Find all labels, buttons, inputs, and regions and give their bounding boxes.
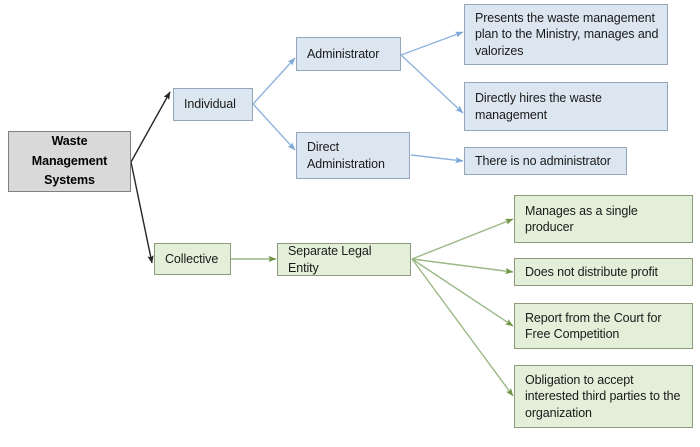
- node-root-line-3: Systems: [44, 173, 95, 188]
- edge-entity-to-leaf-4: [411, 258, 514, 397]
- edge-administrator-to-leaf-2: [400, 54, 464, 114]
- edge-individual-to-direct-administration: [252, 103, 296, 151]
- edge-entity-to-leaf-1: [411, 218, 514, 260]
- node-green-leaf-court-report[interactable]: Report from the Court for Free Competiti…: [514, 303, 693, 349]
- edge-root-to-individual: [130, 91, 171, 163]
- node-green-leaf-3-label: Report from the Court for Free Competiti…: [525, 310, 662, 341]
- node-individual-label: Individual: [184, 97, 236, 112]
- node-green-leaf-2-label: Does not distribute profit: [525, 264, 658, 279]
- node-direct-administration-label: Direct Administration: [307, 139, 403, 172]
- node-green-leaf-4-label: Obligation to accept interested third pa…: [525, 373, 681, 420]
- node-waste-management-systems[interactable]: Waste Management Systems: [8, 131, 131, 192]
- node-root-line-2: Management: [31, 153, 108, 168]
- node-blue-leaf-no-administrator[interactable]: There is no administrator: [464, 147, 627, 175]
- node-green-leaf-1-label: Manages as a single producer: [525, 203, 638, 234]
- node-separate-legal-entity-label: Separate Legal Entity: [288, 244, 372, 275]
- node-direct-administration-line-1: Direct: [307, 140, 340, 155]
- edge-entity-to-leaf-2: [411, 258, 514, 275]
- edge-root-to-collective: [130, 161, 154, 264]
- node-administrator[interactable]: Administrator: [296, 37, 401, 71]
- node-root-line-1: Waste: [51, 134, 88, 149]
- edge-direct-administration-to-leaf-3: [410, 154, 464, 164]
- node-direct-administration[interactable]: Direct Administration: [296, 132, 410, 179]
- node-direct-administration-line-2: Administration: [307, 156, 385, 171]
- edge-entity-to-leaf-3: [411, 258, 514, 327]
- node-blue-leaf-2-label: Directly hires the waste management: [475, 91, 602, 122]
- node-root-label: Waste Management Systems: [9, 132, 130, 190]
- node-green-leaf-single-producer[interactable]: Manages as a single producer: [514, 195, 693, 243]
- node-individual[interactable]: Individual: [173, 88, 253, 121]
- edge-administrator-to-leaf-1: [400, 31, 464, 56]
- node-blue-leaf-directly-hires[interactable]: Directly hires the waste management: [464, 82, 668, 131]
- node-blue-leaf-presents-plan[interactable]: Presents the waste management plan to th…: [464, 4, 668, 65]
- node-blue-leaf-1-label: Presents the waste management plan to th…: [475, 11, 659, 58]
- node-administrator-label: Administrator: [307, 46, 380, 61]
- node-collective[interactable]: Collective: [154, 243, 231, 275]
- node-collective-label: Collective: [165, 251, 219, 266]
- node-green-leaf-third-parties[interactable]: Obligation to accept interested third pa…: [514, 365, 693, 428]
- node-separate-legal-entity[interactable]: Separate Legal Entity: [277, 243, 411, 276]
- node-green-leaf-no-profit[interactable]: Does not distribute profit: [514, 258, 693, 286]
- node-blue-leaf-3-label: There is no administrator: [475, 153, 611, 168]
- edge-individual-to-administrator: [252, 57, 296, 105]
